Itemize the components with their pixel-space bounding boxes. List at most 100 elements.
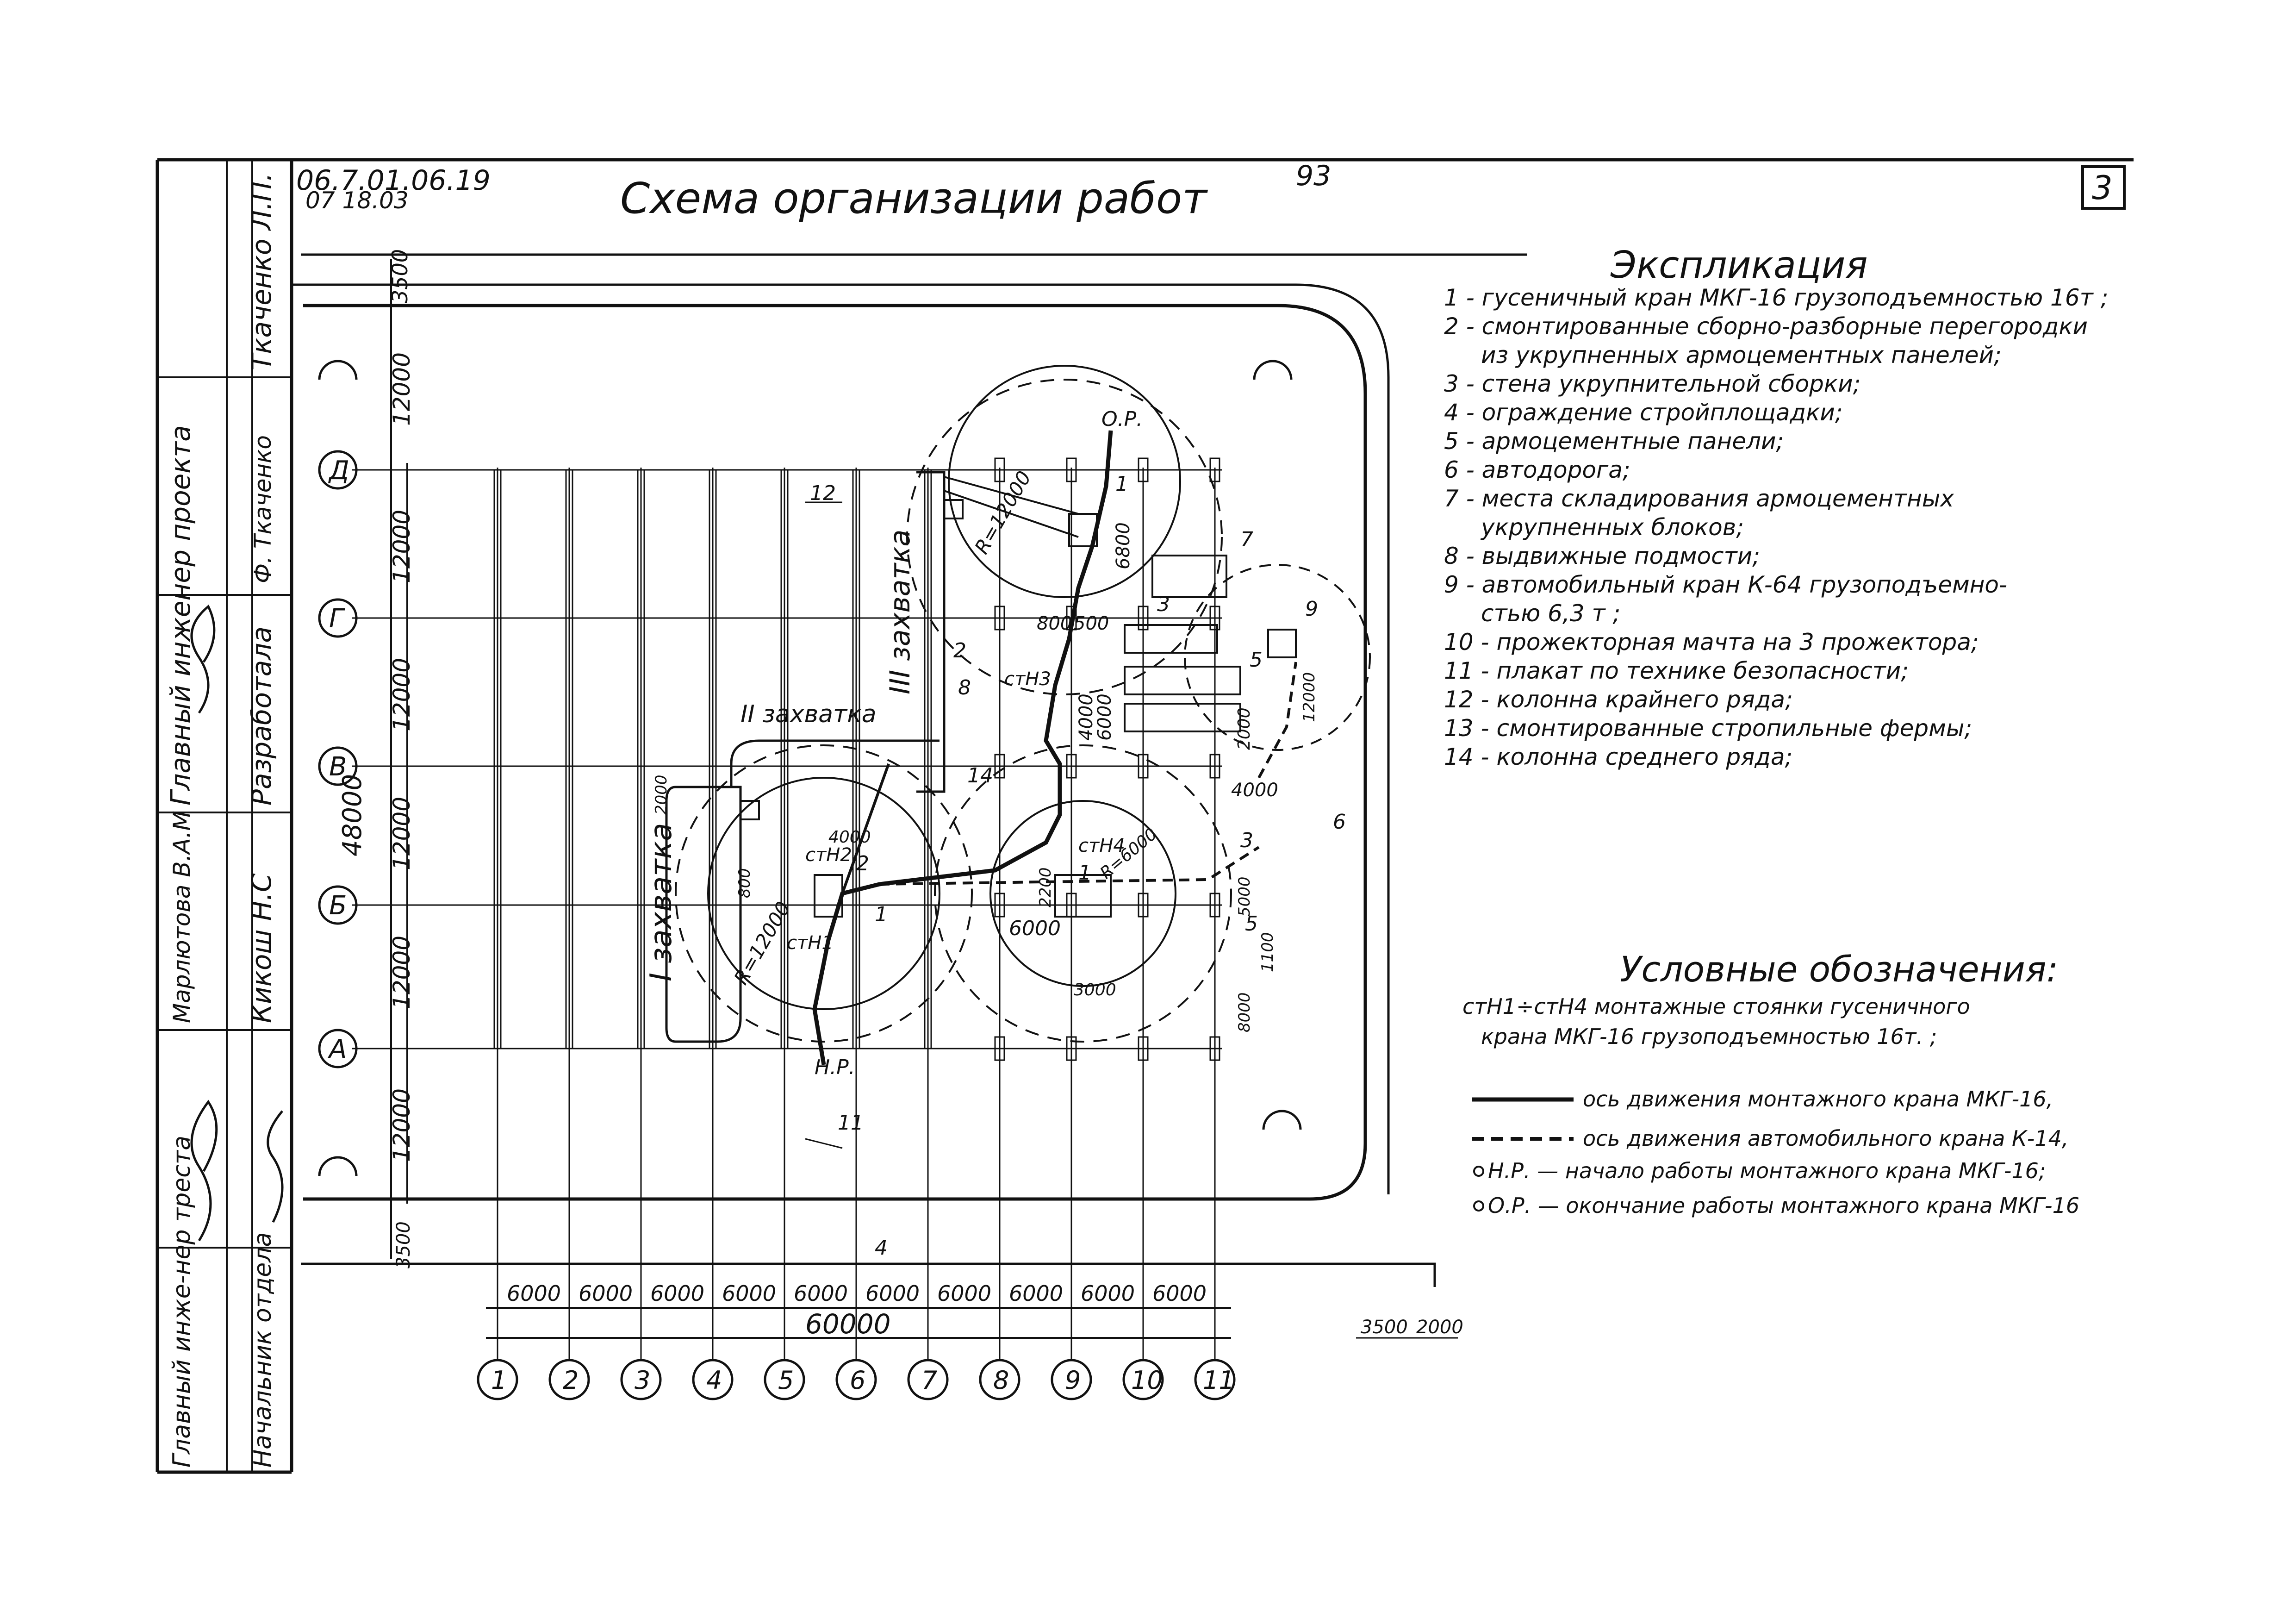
legend-item: ось движения монтажного крана МКГ-16,	[1583, 1087, 2053, 1112]
explication-item: 6 - автодорога;	[1444, 456, 1630, 483]
column	[1209, 606, 1220, 631]
axis-number-8: 8	[993, 1366, 1009, 1395]
name-marlyutova: Марлютова В.А.М	[168, 811, 195, 1023]
dim-5000: 5000	[1235, 876, 1254, 917]
column	[1138, 1036, 1149, 1061]
explication-item: из укрупненных армоцементных панелей;	[1481, 342, 2002, 369]
axis-letter-D: Д	[328, 456, 349, 486]
column	[1138, 457, 1149, 482]
axis-number-10: 10	[1131, 1366, 1163, 1395]
column	[1066, 1036, 1077, 1061]
site-fence	[292, 283, 1390, 1194]
wall-strip	[780, 469, 789, 1049]
explication-item: 12 - колонна крайнего ряда;	[1444, 686, 1793, 713]
floodlight-icon	[318, 360, 358, 380]
explication-item: 3 - стена укрупнительной сборки;	[1444, 370, 1860, 397]
axis-letter-G: Г	[329, 604, 345, 634]
dim-6000-a: 6000	[1094, 693, 1115, 741]
dim-4000-c: 4000	[828, 828, 871, 847]
column	[1138, 754, 1149, 779]
callout-2: 2	[953, 639, 966, 662]
total-width: 48000	[337, 774, 367, 856]
column-axis-marker	[477, 1359, 518, 1400]
wall-strip	[493, 469, 502, 1049]
legend-item: крана МКГ-16 грузоподъемностью 16т. ;	[1481, 1024, 1937, 1049]
floodlight-icon	[1262, 1110, 1302, 1130]
column	[1138, 606, 1149, 631]
signature-3	[267, 1110, 284, 1223]
callout-2: 2	[856, 852, 869, 875]
legend-title: Условные обозначения:	[1620, 949, 2058, 990]
bay-dimension: 6000	[1081, 1281, 1135, 1306]
callout-5: 5	[1245, 912, 1258, 936]
explication-item: 9 - автомобильный кран К-64 грузоподъемн…	[1444, 571, 2007, 598]
axis-number-6: 6	[850, 1366, 865, 1395]
explication-item: 4 - ограждение стройплощадки;	[1444, 399, 1843, 426]
zone-I-outline	[665, 786, 742, 1043]
axis-number-2: 2	[563, 1366, 579, 1395]
column	[1209, 893, 1220, 918]
axis-letter-B: Б	[329, 891, 347, 921]
dim-3000: 3000	[1074, 981, 1116, 999]
explication-item: 2 - смонтированные сборно-разборные пере…	[1444, 313, 2088, 340]
total-length: 60000	[805, 1308, 891, 1340]
column	[994, 754, 1005, 779]
explication-item: 1 - гусеничный кран МКГ-16 грузоподъемно…	[1444, 284, 2109, 311]
dim-800-b: 800	[735, 868, 754, 898]
callout-1: 1	[875, 903, 888, 926]
wall-strip	[637, 469, 645, 1049]
start-label: Н.Р.	[815, 1056, 855, 1079]
legend-item: ось движения автомобильного крана К-14,	[1583, 1126, 2068, 1151]
row-axes: Д Г В Б А	[318, 450, 1222, 1068]
callout-5: 5	[1250, 648, 1263, 672]
zone-II-outline	[730, 739, 940, 787]
explication-list: 1 - гусеничный кран МКГ-16 грузоподъемно…	[1444, 284, 2109, 770]
dim-4000-a: 4000	[1076, 693, 1097, 741]
callout-4: 4	[875, 1236, 888, 1260]
callout-8: 8	[958, 676, 971, 700]
drawing-title: Схема организации работ	[620, 174, 1208, 223]
dim-12000-crane: 12000	[1300, 672, 1319, 722]
legend-item: стН1÷стН4 монтажные стоянки гусеничного	[1462, 994, 1970, 1019]
zone-III-outline	[916, 471, 946, 793]
wall-strip	[709, 469, 717, 1049]
sheet-frame	[156, 158, 2134, 1474]
fence-lines	[301, 253, 1527, 1287]
callout-1: 1	[1078, 861, 1091, 885]
dim-800: 800	[1037, 613, 1072, 634]
column-axis-marker	[835, 1359, 877, 1400]
explication-item: укрупненных блоков;	[1480, 514, 1744, 541]
column-axis-marker	[1051, 1359, 1092, 1400]
row-dim-2: 12000	[388, 658, 415, 731]
dim-4000-b: 4000	[1231, 780, 1278, 801]
dim-1100: 1100	[1258, 932, 1277, 972]
wall-strip	[852, 469, 860, 1049]
storage-areas	[740, 476, 1297, 918]
callout-12: 12	[810, 481, 836, 505]
stand-2: стН2	[805, 844, 852, 866]
row-dim-1: 12000	[388, 510, 415, 583]
column-walls	[493, 457, 1220, 1061]
dim-2000-b: 2000	[652, 775, 671, 815]
dim-6000-b: 6000	[1009, 917, 1061, 940]
wall-strip	[924, 469, 932, 1049]
stand-3: стН3	[1004, 668, 1051, 690]
column-axis-marker	[1122, 1359, 1164, 1400]
callout-6: 6	[1333, 810, 1346, 834]
role-department-head: Начальник отдела	[249, 1232, 277, 1468]
stand-1: стН1	[787, 932, 834, 954]
left-dimensions: 3500 12000 12000 12000 12000 12000 48000…	[337, 249, 415, 1268]
axis-number-3: 3	[635, 1366, 650, 1395]
wall-strip	[565, 469, 573, 1049]
axis-number-4: 4	[706, 1366, 722, 1395]
k64-axis	[879, 846, 1260, 886]
explication-item: 8 - выдвижные подмости;	[1444, 543, 1760, 569]
bay-dimension: 6000	[507, 1281, 561, 1306]
callouts: 1 1 1 2 2 3 3 4 5 5 6 7 8 9 11 12 14	[805, 472, 1346, 1260]
plan-labels: I захватка II захватка III захватка стН1…	[644, 407, 1319, 1079]
axis-number-11: 11	[1203, 1366, 1235, 1395]
column	[994, 457, 1005, 482]
legend-item: О.Р. — окончание работы монтажного крана…	[1488, 1193, 2079, 1218]
